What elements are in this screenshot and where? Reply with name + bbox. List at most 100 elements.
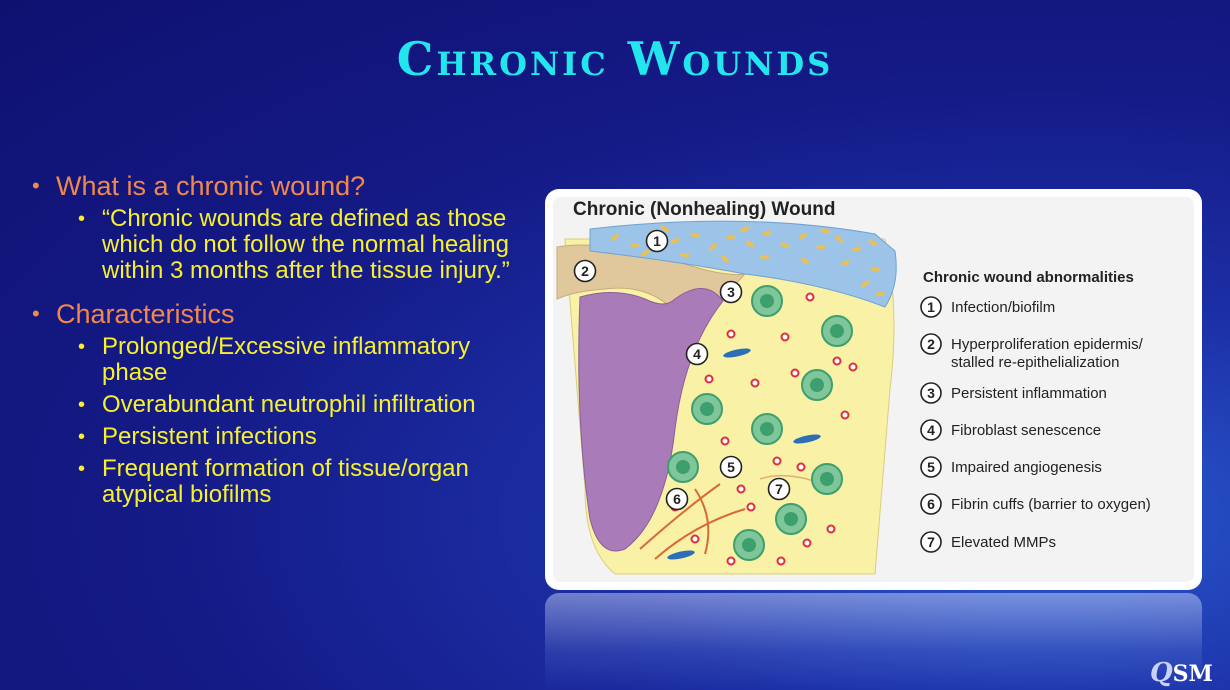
neutrophil-nucleus: [742, 538, 756, 552]
legend-marker-circle: [920, 419, 942, 441]
legend-item-label: Fibrin cuffs (barrier to oxygen): [951, 496, 1151, 513]
bullet-list: What is a chronic wound? “Chronic wounds…: [32, 170, 512, 514]
red-blood-cell: [790, 368, 800, 378]
legend-item-label: Hyperproliferation epidermis/: [951, 336, 1144, 353]
diagram-marker-circle: [665, 487, 689, 511]
bacterium: [870, 266, 880, 272]
wound-diagram: Chronic (Nonhealing) Wound 1 2 3 4 5 6 7 Chron…: [553, 197, 1194, 582]
red-blood-cell: [805, 292, 815, 302]
legend-marker-number: 1: [927, 299, 935, 315]
bacterium: [840, 260, 850, 266]
neutrophil-nucleus: [700, 402, 714, 416]
card-reflection: [545, 593, 1202, 690]
diagram-marker-number: 5: [727, 459, 735, 475]
diagram-marker-number: 3: [727, 284, 735, 300]
bullet-char-1: Prolonged/Excessive inflammatory phase: [32, 334, 512, 386]
legend-marker-number: 2: [927, 336, 935, 352]
neutrophil-nucleus: [784, 512, 798, 526]
diagram-marker-number: 4: [693, 346, 701, 362]
red-blood-cell: [796, 462, 806, 472]
bullet-characteristics: Characteristics: [32, 298, 512, 330]
bacterium: [721, 255, 729, 263]
legend-marker-circle: [920, 333, 942, 355]
bacterium: [611, 233, 619, 241]
neutrophil-nucleus: [820, 472, 834, 486]
slide-title: Chronic Wounds: [396, 32, 834, 86]
red-blood-cell: [826, 524, 836, 534]
neutrophil-nucleus: [760, 422, 774, 436]
bacterium: [690, 232, 700, 238]
legend-marker-number: 7: [927, 534, 935, 550]
red-blood-cell: [736, 484, 746, 494]
bacterium: [708, 243, 718, 251]
diagram-marker-circle: [767, 477, 791, 501]
neutrophil-nucleus: [830, 324, 844, 338]
red-blood-cell: [746, 502, 756, 512]
bacterium: [762, 230, 772, 236]
bacterium: [860, 280, 870, 288]
fibrin-strand: [654, 508, 746, 560]
legend-marker-circle: [920, 456, 942, 478]
bullet-definition: “Chronic wounds are defined as those whi…: [32, 206, 512, 284]
bacterium: [726, 234, 736, 240]
diagram-marker-circle: [645, 229, 669, 253]
fibroblast-cell: [667, 550, 695, 560]
red-blood-cell: [704, 374, 714, 384]
legend-marker-number: 5: [927, 459, 935, 475]
qsm-logo: QSM: [1150, 658, 1213, 688]
red-blood-cell: [780, 332, 790, 342]
diagram-marker-number: 2: [581, 263, 589, 279]
red-blood-cell: [802, 538, 812, 548]
neutrophil-nucleus: [760, 294, 774, 308]
bacterium: [660, 225, 670, 233]
legend-marker-number: 6: [927, 496, 935, 512]
diagram-marker-circle: [573, 259, 597, 283]
diagram-marker-circle: [719, 280, 743, 304]
bacterium: [780, 242, 790, 248]
legend-item-label: Persistent inflammation: [951, 385, 1107, 402]
legend-marker-circle: [920, 296, 942, 318]
legend-marker-circle: [920, 382, 942, 404]
legend-marker-circle: [920, 493, 942, 515]
fibroblast-cell: [723, 348, 751, 358]
diagram-marker-number: 7: [775, 481, 783, 497]
bacterium: [798, 232, 808, 240]
red-blood-cell: [832, 356, 842, 366]
bacterium: [816, 244, 826, 250]
legend-item-label: Fibroblast senescence: [951, 422, 1101, 439]
fibrin-strand: [639, 483, 721, 550]
bacterium: [640, 249, 650, 257]
red-blood-cell: [690, 534, 700, 544]
diagram-marker-number: 6: [673, 491, 681, 507]
legend: 1 Infection/biofilm 2 Hyperproliferation ep…: [920, 296, 1151, 553]
bacterium: [760, 254, 770, 260]
wound-diagram-card: Chronic (Nonhealing) Wound 1 2 3 4 5 6 7 Chron…: [545, 189, 1202, 590]
bacterium: [875, 291, 885, 297]
legend-marker-number: 4: [927, 422, 935, 438]
diagram-title: Chronic (Nonhealing) Wound: [573, 199, 835, 220]
legend-title: Chronic wound abnormalities: [923, 269, 1134, 286]
bacterium: [670, 238, 680, 244]
red-blood-cell: [726, 329, 736, 339]
fibrin-cuffs: [639, 474, 836, 560]
bacterium: [820, 228, 830, 234]
bullet-what-is: What is a chronic wound?: [32, 170, 512, 202]
legend-item-label: Elevated MMPs: [951, 534, 1056, 551]
bacterium: [680, 252, 690, 258]
cells-group: [667, 285, 858, 566]
legend-item-label: Impaired angiogenesis: [951, 459, 1102, 476]
legend-marker-number: 3: [927, 385, 935, 401]
bacterium: [852, 246, 862, 252]
red-blood-cell: [776, 556, 786, 566]
red-blood-cell: [848, 362, 858, 372]
bacterium: [740, 226, 750, 232]
bacterium: [868, 240, 878, 246]
bacterium: [630, 242, 640, 248]
bacterium: [745, 240, 755, 248]
red-blood-cell: [840, 410, 850, 420]
red-blood-cell: [772, 456, 782, 466]
bullet-char-3: Persistent infections: [32, 424, 512, 451]
legend-item-label: Infection/biofilm: [951, 299, 1055, 316]
neutrophil-nucleus: [810, 378, 824, 392]
bullet-char-4: Frequent formation of tissue/organ atypi…: [32, 456, 512, 508]
